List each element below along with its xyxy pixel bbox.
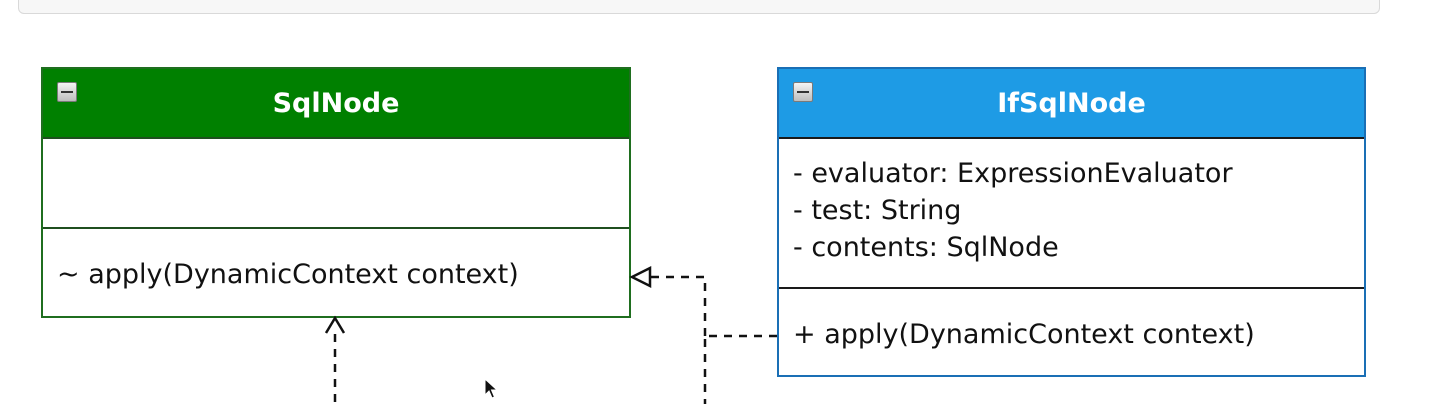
ifsqlnode-attribute: - test: String — [793, 195, 962, 226]
sqlnode-class-box[interactable]: SqlNode ~ apply(DynamicContext context) — [41, 67, 631, 318]
ifsqlnode-class-name: IfSqlNode — [997, 87, 1146, 119]
ifsqlnode-operations-section: + apply(DynamicContext context) — [779, 289, 1364, 353]
ifsqlnode-operation: + apply(DynamicContext context) — [793, 319, 1255, 350]
sqlnode-class-name: SqlNode — [272, 87, 400, 119]
ifsqlnode-attribute: - contents: SqlNode — [793, 232, 1059, 263]
mouse-pointer-icon — [484, 378, 498, 399]
ifsqlnode-class-box[interactable]: IfSqlNode - evaluator: ExpressionEvaluat… — [777, 67, 1366, 377]
ifsqlnode-header: IfSqlNode — [779, 69, 1364, 139]
sqlnode-operations-section: ~ apply(DynamicContext context) — [43, 229, 629, 293]
realization-arrowhead-right — [629, 265, 652, 289]
collapse-icon[interactable] — [793, 82, 813, 102]
sqlnode-operation: ~ apply(DynamicContext context) — [57, 259, 519, 290]
sqlnode-header: SqlNode — [43, 69, 629, 139]
ifsqlnode-attributes-section: - evaluator: ExpressionEvaluator - test:… — [779, 139, 1364, 289]
ifsqlnode-attribute: - evaluator: ExpressionEvaluator — [793, 158, 1233, 189]
collapse-icon[interactable] — [57, 82, 77, 102]
realization-arrowhead-up — [324, 315, 346, 334]
top-panel-edge — [18, 0, 1380, 14]
ifsqlnode-realization-line — [648, 275, 777, 404]
sqlnode-attributes-section — [43, 139, 629, 229]
